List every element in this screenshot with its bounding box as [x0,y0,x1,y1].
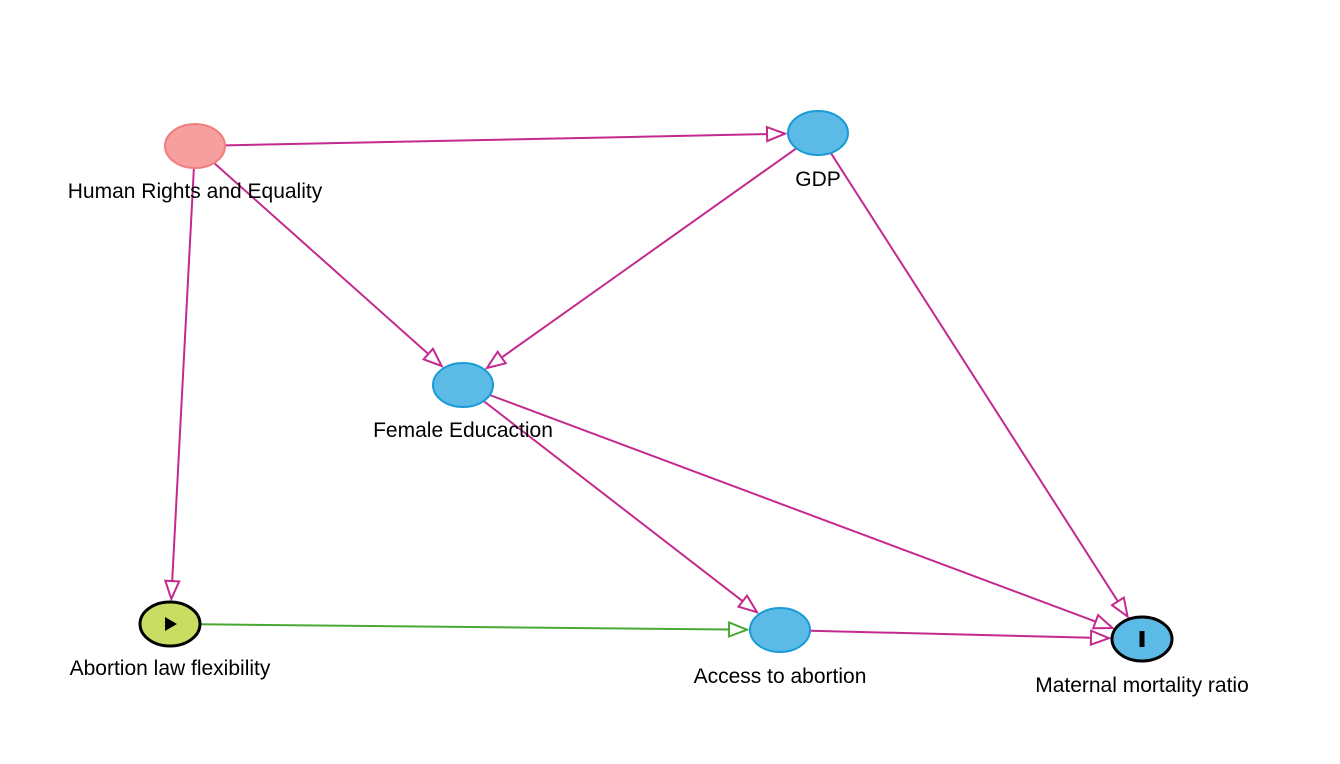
node-abortion-law[interactable] [138,600,202,648]
edge-abortion-law-to-access-abortion[interactable] [199,621,750,638]
edge-line [809,629,1092,639]
arrowhead-icon [1110,595,1130,619]
edge-line [224,133,768,147]
node-female-education[interactable] [432,362,494,408]
edge-line [213,162,429,355]
node-label-human-rights: Human Rights and Equality [68,180,323,203]
arrowhead-icon [727,621,750,638]
edge-line [171,167,195,582]
nodes-layer [138,110,1174,663]
arrowhead-icon [163,579,181,602]
node-label-access-abortion: Access to abortion [694,665,867,688]
node-ellipse [787,110,849,156]
bar-icon [1139,631,1145,647]
node-ellipse [432,362,494,408]
edge-gdp-to-female-education[interactable] [484,147,797,370]
edge-line [489,394,1096,623]
node-access-abortion[interactable] [749,607,811,653]
edges-layer [163,125,1130,647]
edge-female-education-to-maternal-mortality[interactable] [489,394,1116,630]
node-label-maternal-mortality: Maternal mortality ratio [1035,674,1249,697]
node-label-gdp: GDP [795,168,841,191]
edge-access-abortion-to-maternal-mortality[interactable] [809,629,1112,647]
node-maternal-mortality[interactable] [1110,615,1174,663]
arrowhead-icon [1091,613,1116,630]
node-ellipse [749,607,811,653]
arrowhead-icon [421,347,444,368]
edge-line [482,400,744,602]
labels-layer: Human Rights and Equality GDP Female Educa… [68,168,1249,697]
edge-female-education-to-access-abortion[interactable] [482,400,760,614]
node-label-female-education: Female Educaction [373,419,553,442]
arrowhead-icon [484,350,508,370]
arrowhead-icon [1089,629,1112,647]
node-ellipse [164,123,226,169]
edge-line [199,623,730,631]
node-label-abortion-law: Abortion law flexibility [70,657,271,680]
arrowhead-icon [736,593,760,614]
edge-line [501,147,797,359]
edge-line [829,152,1119,602]
node-gdp[interactable] [787,110,849,156]
arrowhead-icon [765,125,788,143]
edge-human-rights-to-abortion-law[interactable] [163,167,195,602]
play-icon [165,617,177,631]
node-human-rights[interactable] [164,123,226,169]
edge-human-rights-to-gdp[interactable] [224,125,788,147]
edge-gdp-to-maternal-mortality[interactable] [829,152,1130,619]
edge-human-rights-to-female-education[interactable] [213,162,444,368]
